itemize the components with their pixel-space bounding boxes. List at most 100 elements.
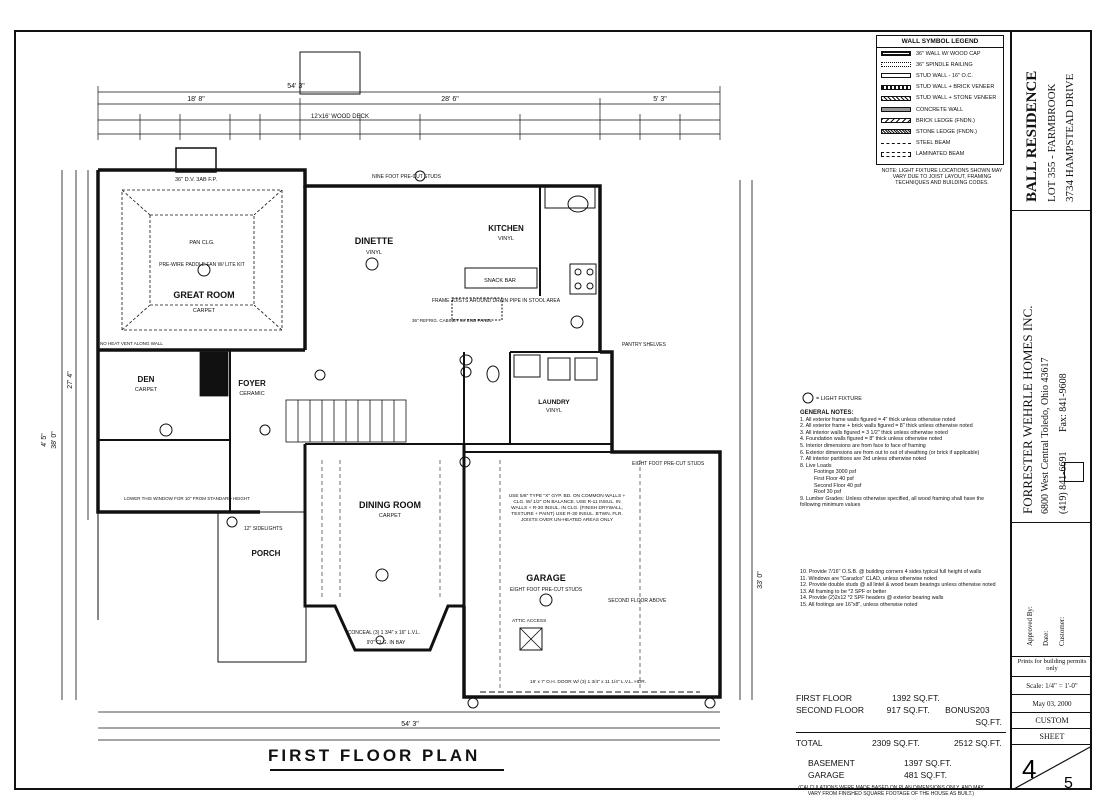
legend-row: STUD WALL + STONE VENEER: [877, 93, 1003, 104]
garage-studs-label: EIGHT FOOT PRE-CUT STUDS: [510, 587, 583, 593]
legend-row: STEEL BEAM: [877, 138, 1003, 149]
wood-deck-label: 12'x16' WOOD DECK: [311, 114, 369, 120]
sqft-first-floor: FIRST FLOOR 1392 SQ.FT.: [796, 693, 940, 703]
room-dinette-floor: VINYL: [366, 250, 382, 256]
ceiling-fan-label: PRE-WIRE PADDLE FAN W/ LITE KIT: [159, 262, 245, 268]
note-item: 5. Interior dimensions are from face to …: [800, 442, 926, 449]
legend-row: STONE LEDGE (FNDN.): [877, 126, 1003, 137]
tb-approval-cell: Approved By: Date: Customer:: [1012, 524, 1092, 657]
plan-title: FIRST FLOOR PLAN: [268, 746, 481, 765]
room-laundry-floor: VINYL: [546, 408, 562, 414]
legend-note: NOTE: LIGHT FIXTURE LOCATIONS SHOWN MAY …: [881, 168, 1003, 186]
swatch-steel-beam: [881, 142, 911, 144]
nine-foot-studs-label: NINE FOOT PRE-CUT STUDS: [372, 174, 442, 180]
dim-top-a: 18' 8": [187, 96, 205, 103]
note-item: Roof 30 psf: [814, 489, 842, 496]
general-notes-heading: GENERAL NOTES:: [800, 410, 854, 416]
dim-overall-bottom: 54' 3": [401, 721, 419, 728]
plan-title-underline: [270, 769, 504, 771]
swatch-stone: [881, 95, 911, 101]
pantry-note: PANTRY SHELVES: [622, 342, 666, 348]
room-garage: GARAGE: [526, 573, 566, 583]
room-den: DEN: [138, 375, 155, 384]
prints-note: Prints for building permits only: [1012, 658, 1092, 677]
note-item: Footings 3000 psf: [814, 469, 857, 476]
note-item: 14. Provide (2)2x12 *2 SPF headers @ ext…: [800, 595, 944, 602]
note-item: First Floor 40 psf: [814, 475, 854, 482]
legend-row: STUD WALL - 16" O.C.: [877, 70, 1003, 81]
custom-label: CUSTOM: [1012, 714, 1092, 729]
legend-row: BRICK LEDGE (FNDN.): [877, 115, 1003, 126]
address-label: 3734 HAMPSTEAD DRIVE: [1064, 73, 1076, 202]
legend-row: STUD WALL + BRICK VENEER: [877, 82, 1003, 93]
frame-joists-note: FRAME JOISTS AROUND DRAIN PIPE IN STOOL …: [432, 298, 561, 304]
legend-row: 36" SPINDLE RAILING: [877, 59, 1003, 70]
snack-bar-label: SNACK BAR: [484, 278, 516, 284]
square-footage-summary: FIRST FLOOR 1392 SQ.FT. SECOND FLOOR 917…: [796, 692, 1016, 797]
legend-row: CONCRETE WALL: [877, 104, 1003, 115]
wall-symbol-legend: WALL SYMBOL LEGEND 36" WALL W/ WOOD CAP …: [876, 35, 1004, 165]
attic-access-label: ATTIC ACCESS: [512, 618, 546, 624]
dim-top-b: 28' 6": [441, 96, 459, 103]
hdr-label: CONCEAL (3) 1 3/4" x 16" L.V.L.: [348, 630, 420, 636]
sqft-total: TOTAL 2309 SQ.FT. 2512 SQ.FT.: [796, 738, 1002, 748]
legend-title: WALL SYMBOL LEGEND: [877, 36, 1003, 48]
gyp-board-note: USE 5/8" TYPE "X" GYP. BD. ON COMMON WAL…: [508, 494, 626, 524]
chimney-outline: [299, 51, 361, 95]
note-item: 9. Lumber Grades: Unless otherwise speci…: [800, 495, 985, 509]
dim-ext-wall: 4' 5": [41, 433, 48, 447]
note-item: 4. Foundation walls figured = 8" thick u…: [800, 436, 943, 443]
room-kitchen-floor: VINYL: [498, 236, 514, 242]
company-address: 6800 West Central Toledo, Ohio 43617: [1040, 357, 1051, 514]
window-note: LOWER THIS WINDOW FOR 10" FROM STANDARD …: [124, 496, 250, 501]
general-notes: GENERAL NOTES: 1. All exterior frame wal…: [800, 410, 1000, 608]
dim-right-overall: 33' 0": [757, 571, 764, 589]
swatch-stud: [881, 73, 911, 79]
lot-label: LOT 355 - FARMBROOK: [1046, 83, 1058, 202]
room-laundry: LAUNDRY: [538, 399, 570, 406]
approved-by-label: Approved By:: [1026, 606, 1034, 646]
tray-ceiling-label: PAN CLG.: [189, 240, 215, 246]
sheet-border: [14, 30, 1092, 790]
scale-label: Scale: 1/4" = 1'-0": [1012, 678, 1092, 695]
swatch-lam-beam: [881, 151, 911, 157]
dim-left-a: 27' 4": [67, 371, 74, 389]
sheet-number-box: 4 5: [1012, 746, 1092, 790]
room-dining-floor: CARPET: [379, 513, 402, 519]
sqft-basement: BASEMENT 1397 SQ.FT.: [808, 758, 952, 768]
note-item: 11. Windows are "Caradco" CLAD, unless o…: [800, 575, 938, 582]
room-porch: PORCH: [252, 549, 281, 558]
sidelights-label: 12" SIDELIGHTS: [244, 526, 283, 532]
room-great-room-floor: CARPET: [193, 308, 216, 314]
date-label: Date:: [1042, 630, 1050, 646]
legend-row: LAMINATED BEAM: [877, 149, 1003, 160]
bay-ceiling-label: 9'0" CLG. IN BAY: [367, 640, 406, 646]
legend-row: 36" WALL W/ WOOD CAP: [877, 48, 1003, 59]
lumber-grade-table-space: [800, 509, 1000, 569]
note-item: 12. Provide double studs @ all lintel & …: [800, 582, 996, 589]
sqft-garage: GARAGE 481 SQ.FT.: [808, 770, 947, 780]
company-fax: Fax: 841-9608: [1058, 373, 1069, 432]
sqft-second-floor: SECOND FLOOR 917 SQ.FT. BONUS 203 SQ.FT.: [796, 705, 1002, 727]
sqft-note: (CALCULATIONS WERE MADE BASED ON PLAN DI…: [798, 785, 984, 797]
swatch-stone-ledge: [881, 129, 911, 135]
swatch-concrete: [881, 107, 911, 113]
drawing-date: May 03, 2000: [1012, 696, 1092, 713]
company-name: FORRESTER WEHRLE HOMES INC.: [1020, 305, 1035, 515]
swatch-brick-ledge: [881, 118, 911, 124]
no-heat-vent-note: NO HEAT VENT ALONG WALL: [100, 341, 163, 346]
title-block: BALL RESIDENCE LOT 355 - FARMBROOK 3734 …: [1010, 30, 1094, 790]
swatch-spindle: [881, 62, 911, 68]
note-item: 3. All interior walls figured = 3 1/2" t…: [800, 429, 948, 436]
company-phone: (419) 841-6691: [1058, 451, 1069, 515]
room-dinette: DINETTE: [355, 236, 394, 246]
residence-name: BALL RESIDENCE: [1024, 70, 1040, 202]
note-item: 10. Provide 7/16" O.S.B. @ building corn…: [800, 568, 982, 575]
swatch-wood-cap: [881, 51, 911, 57]
sqft-rule: [796, 732, 1006, 733]
note-item: 7. All interior partitions are 3rd unles…: [800, 456, 927, 463]
room-den-floor: CARPET: [135, 387, 158, 393]
second-floor-above-label: SECOND FLOOR ABOVE: [608, 598, 667, 604]
garage-door-label: 16' x 7' O.H. DOOR W/ (3) 1 3/4" x 11 1/…: [530, 679, 646, 685]
eight-foot-studs-label: EIGHT FOOT PRE-CUT STUDS: [632, 461, 705, 467]
